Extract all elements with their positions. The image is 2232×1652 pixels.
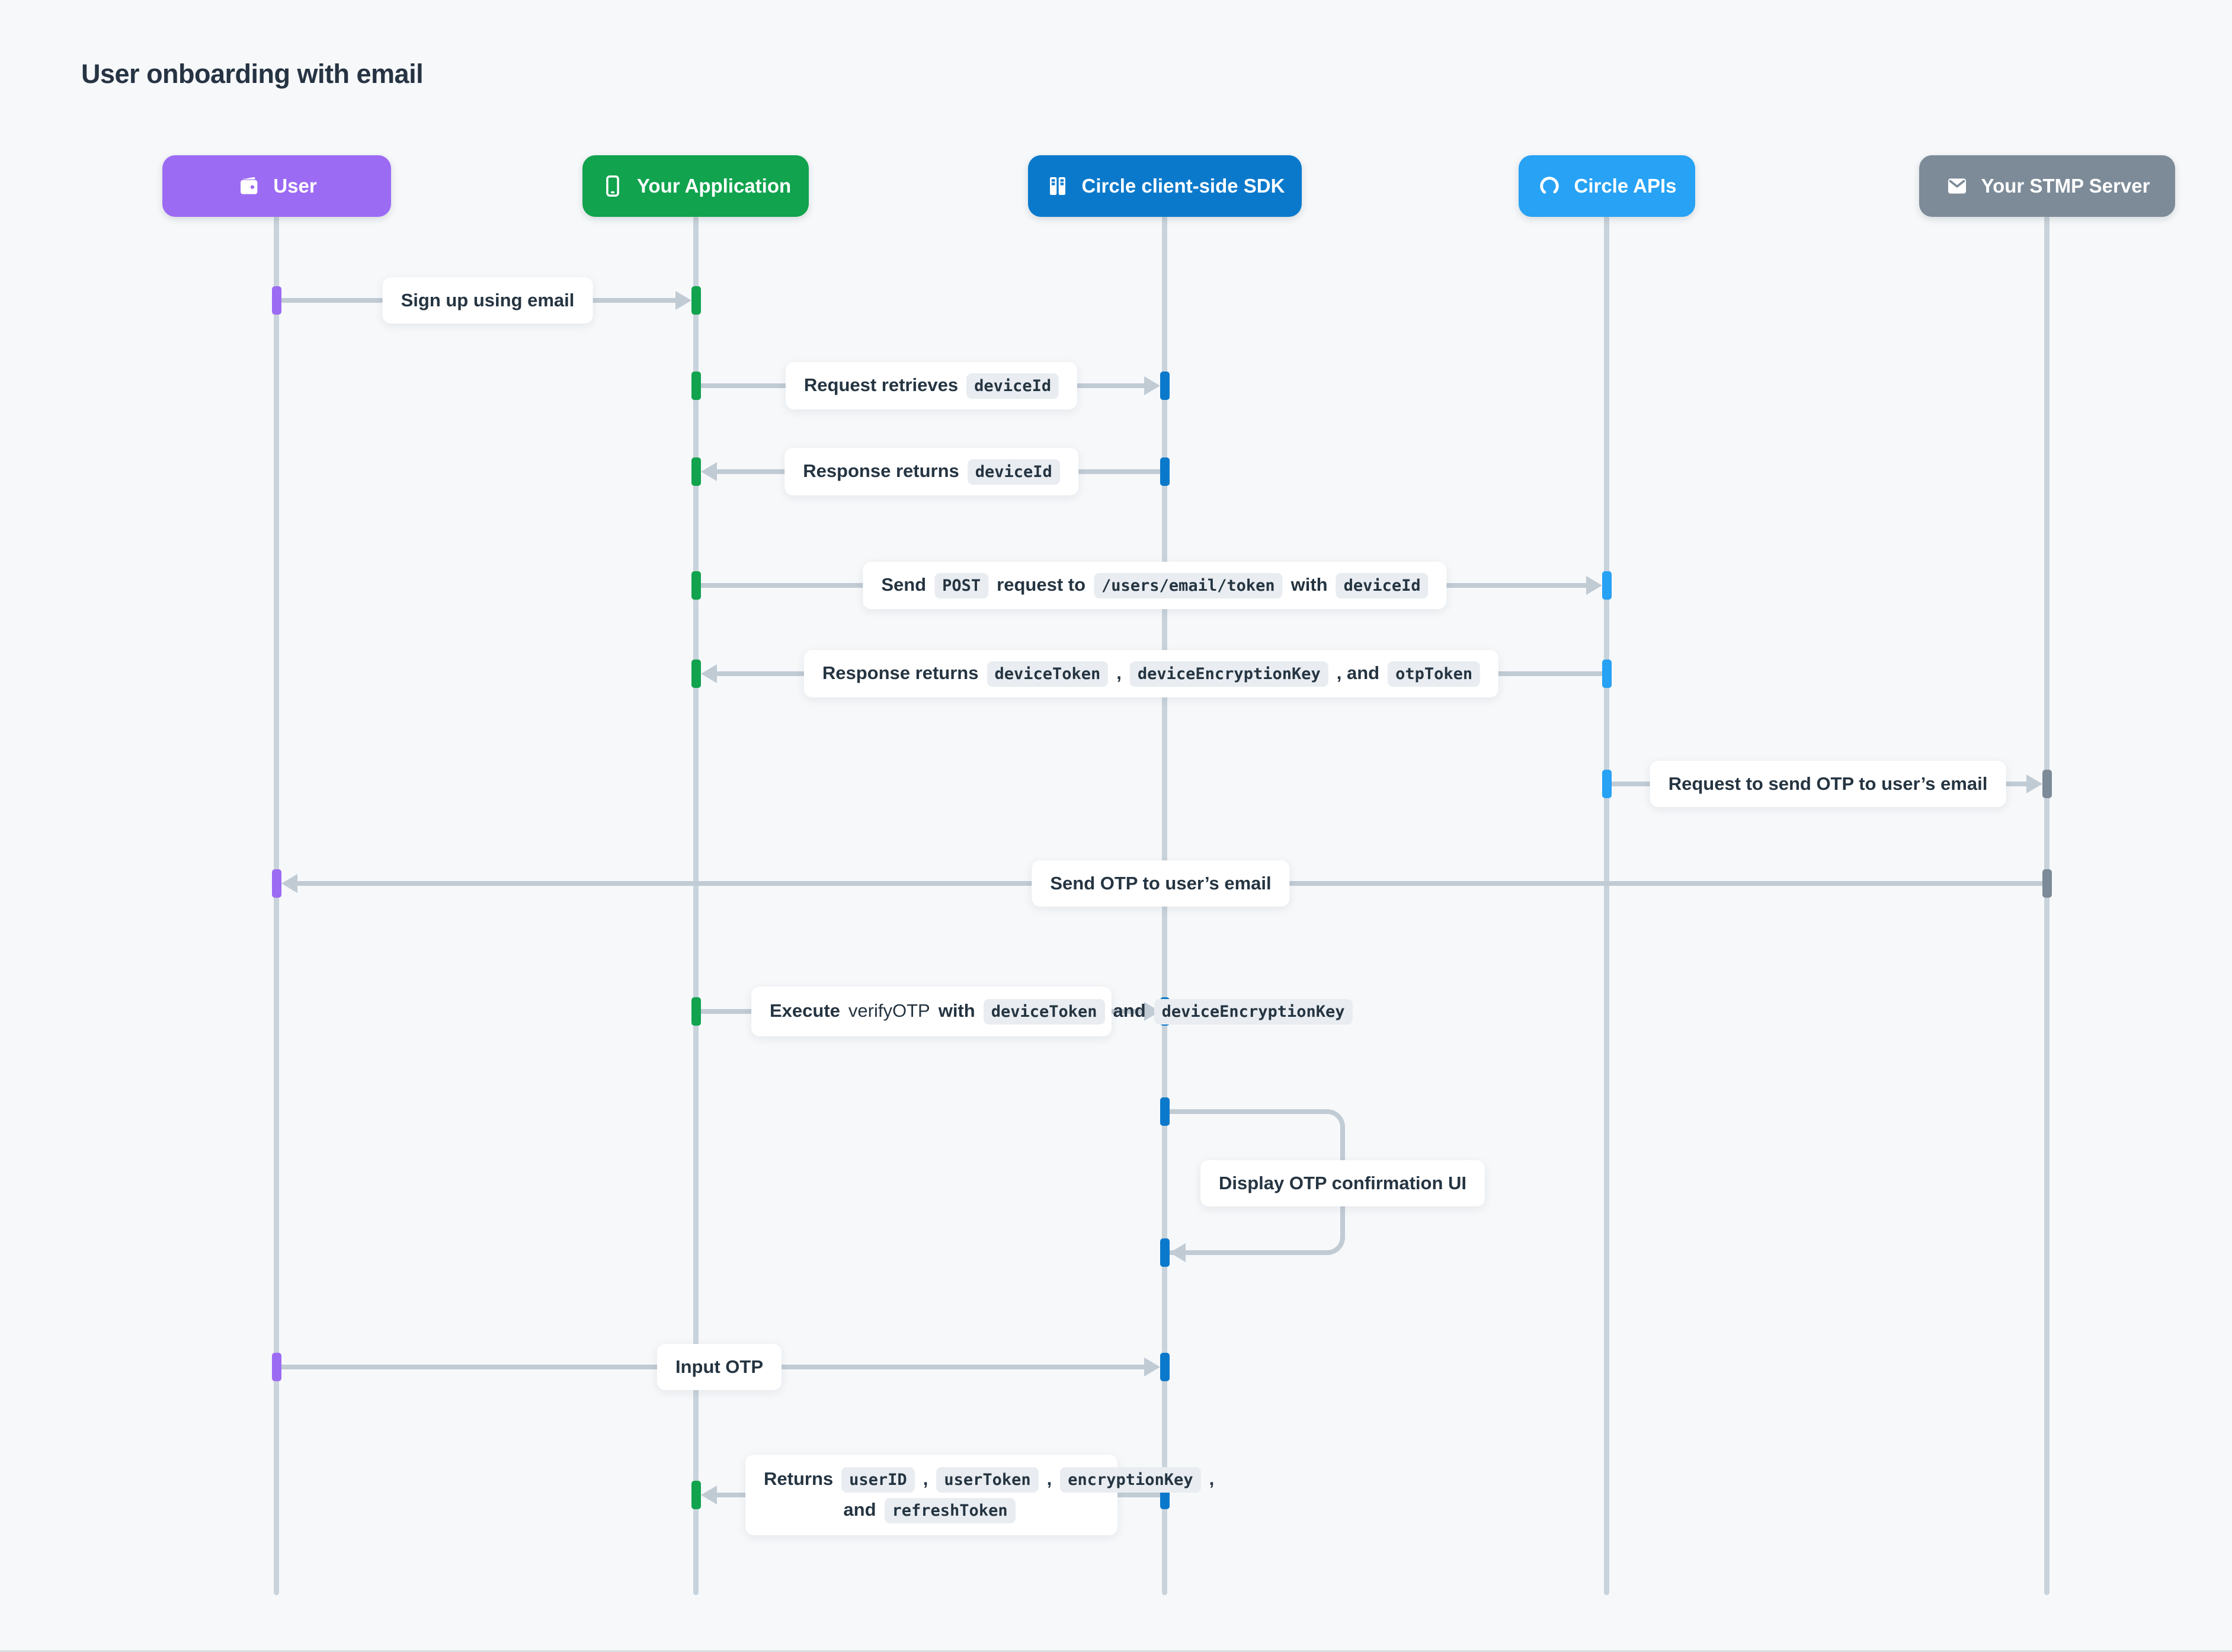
activation-bar [272, 869, 281, 898]
actor-circle-apis: Circle APIs [1519, 155, 1695, 217]
actor-label: Circle APIs [1574, 175, 1677, 197]
wallet-icon [236, 174, 261, 199]
activation-bar [691, 571, 701, 600]
envelope-icon [1945, 174, 1970, 199]
message-text-segment: Response returns [803, 460, 959, 481]
lifeline-application [693, 216, 699, 1595]
message-text-segment: and [1113, 1000, 1146, 1021]
arrow-head [1144, 1358, 1160, 1376]
activation-bar [1160, 1238, 1170, 1267]
code-chip: refreshToken [884, 1498, 1016, 1523]
activation-bar [272, 1353, 281, 1381]
activation-bar [272, 286, 281, 315]
code-chip: userToken [936, 1467, 1039, 1493]
message-label: Request retrieves deviceId [785, 362, 1078, 409]
activation-bar [1602, 571, 1612, 600]
actor-application: Your Application [582, 155, 809, 217]
message-text-segment: with [1290, 574, 1328, 595]
actor-circle-sdk: Circle client-side SDK [1028, 155, 1302, 217]
message-text-segment: Execute [770, 1000, 840, 1021]
activation-bar [691, 659, 701, 688]
activation-bar [1160, 1353, 1170, 1381]
message-label: Returns userID, userToken, encryptionKey, a… [745, 1455, 1214, 1535]
message-text-segment: Send [881, 574, 927, 595]
message-text-segment: , and [843, 1468, 1215, 1520]
message-label: Sign up using email [382, 277, 593, 324]
message-text-segment: , [1116, 662, 1122, 683]
arrow-head [281, 874, 297, 893]
lifeline-smtp [2044, 216, 2050, 1595]
message-text-segment: Request to send OTP to user’s email [1668, 773, 1988, 794]
activation-bar [691, 457, 701, 486]
activation-bar [1602, 770, 1612, 798]
actor-user: User [162, 155, 391, 217]
message-text-segment: Response returns [822, 662, 979, 683]
activation-bar [691, 286, 701, 315]
actor-label: Your Application [636, 175, 792, 197]
code-chip: encryptionKey [1060, 1467, 1201, 1493]
activation-bar [2042, 770, 2052, 798]
message-text-segment: Display OTP confirmation UI [1218, 1173, 1467, 1193]
arrow-head [1586, 576, 1602, 595]
code-chip: deviceId [1336, 573, 1429, 598]
message-text-segment: request to [997, 574, 1086, 595]
activation-bar [1160, 372, 1170, 400]
message-label: Send POST request to/users/email/token with… [863, 562, 1447, 609]
message-label: Send OTP to user’s email [1032, 860, 1290, 907]
activation-bar [1160, 1097, 1170, 1126]
activation-bar [2042, 869, 2052, 898]
arrow-head [1170, 1243, 1186, 1262]
message-text-segment: , [1046, 1468, 1052, 1489]
message-text-segment: verifyOTP [848, 1000, 930, 1021]
code-chip: deviceEncryptionKey [1154, 999, 1353, 1025]
actor-label: Circle client-side SDK [1081, 175, 1285, 197]
message-text-segment: Send OTP to user’s email [1050, 873, 1272, 894]
code-chip: POST [934, 573, 989, 598]
arrow-head [2026, 774, 2042, 793]
activation-bar [1160, 457, 1170, 486]
message-text-segment: Input OTP [675, 1356, 764, 1377]
code-chip: userID [841, 1467, 915, 1493]
code-chip: deviceToken [983, 999, 1105, 1025]
lifeline-user [274, 216, 279, 1595]
message-text-segment: , [923, 1468, 928, 1489]
page-title: User onboarding with email [81, 59, 424, 89]
message-label: Request to send OTP to user’s email [1650, 761, 2006, 807]
modules-icon [1045, 174, 1070, 199]
arrow-head [675, 291, 691, 310]
message-text-segment: with [938, 1000, 975, 1021]
activation-bar [1602, 659, 1612, 688]
code-chip: /users/email/token [1094, 573, 1283, 598]
message-text-segment: Returns [764, 1468, 834, 1489]
message-text-segment: Sign up using email [401, 290, 575, 310]
activation-bar [691, 372, 701, 400]
code-chip: deviceId [966, 373, 1059, 399]
message-text-segment: Request retrieves [803, 374, 959, 395]
message-label: Response returns deviceId [784, 448, 1078, 495]
lifeline-apis [1604, 216, 1609, 1595]
message-label: Input OTP [657, 1344, 782, 1390]
message-label: Display OTP confirmation UI [1200, 1160, 1485, 1206]
arrow-head [701, 664, 717, 683]
activation-bar [691, 997, 701, 1026]
actor-label: Your STMP Server [1981, 175, 2150, 197]
message-text-segment: , and [1336, 662, 1380, 683]
message-label: Execute verifyOTP with deviceToken and device… [751, 987, 1353, 1036]
actor-smtp-server: Your STMP Server [1919, 155, 2175, 217]
arrow-head [1144, 376, 1160, 395]
circle-arc-icon [1537, 174, 1562, 199]
arrow-head [701, 1485, 717, 1504]
code-chip: deviceId [967, 459, 1060, 485]
message-label: Response returns deviceToken, deviceEncryp… [803, 650, 1499, 697]
activation-bar [691, 1481, 701, 1509]
mobile-icon [600, 174, 625, 199]
code-chip: deviceToken [987, 661, 1109, 687]
arrow-head [701, 462, 717, 481]
code-chip: deviceEncryptionKey [1129, 661, 1328, 687]
code-chip: otpToken [1388, 661, 1481, 687]
actor-label: User [273, 175, 317, 197]
